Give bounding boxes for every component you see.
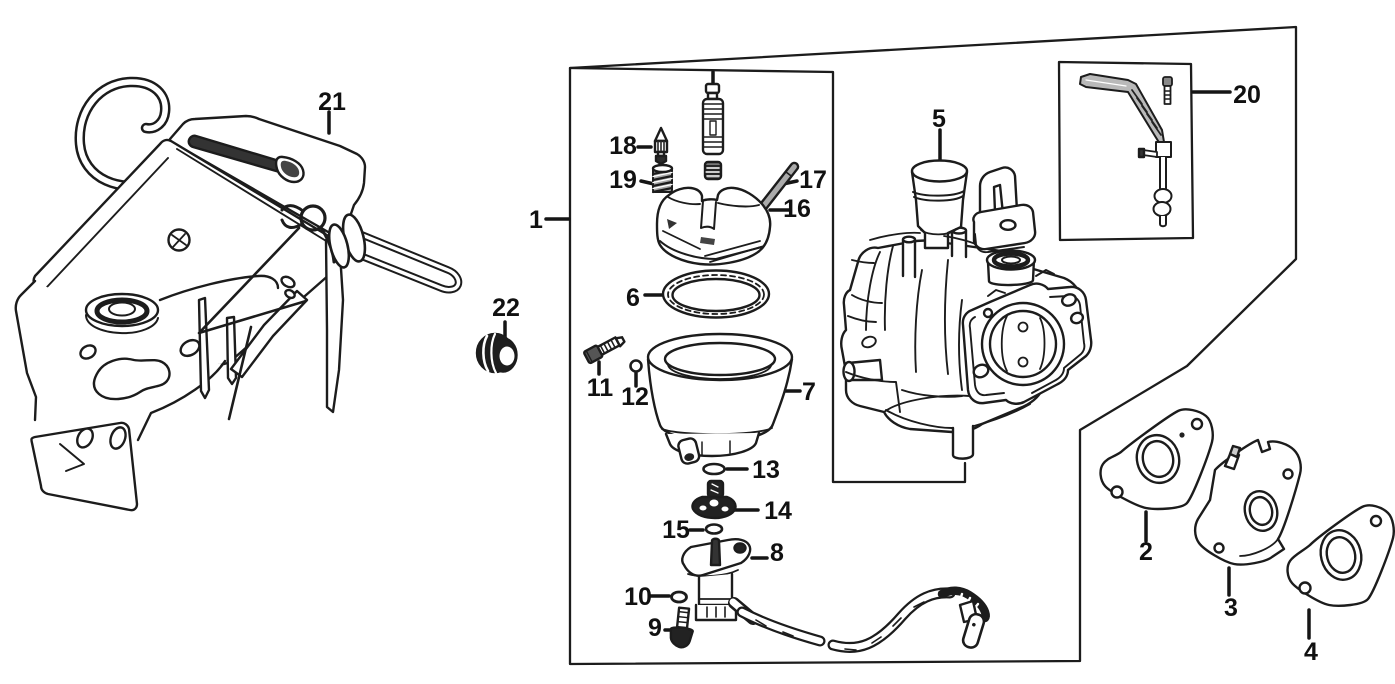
svg-text:16: 16: [783, 195, 811, 223]
svg-text:10: 10: [624, 583, 652, 611]
svg-text:22: 22: [492, 294, 520, 322]
svg-text:20: 20: [1233, 81, 1261, 109]
svg-text:4: 4: [1304, 638, 1318, 666]
svg-text:18: 18: [609, 132, 637, 160]
svg-text:15: 15: [662, 516, 690, 544]
svg-text:7: 7: [802, 378, 816, 406]
svg-text:6: 6: [626, 284, 640, 312]
svg-text:14: 14: [764, 497, 792, 525]
svg-text:5: 5: [932, 105, 946, 133]
svg-text:13: 13: [752, 456, 780, 484]
svg-text:2: 2: [1139, 538, 1153, 566]
svg-text:11: 11: [587, 374, 614, 402]
svg-text:19: 19: [609, 166, 637, 194]
svg-text:1: 1: [529, 206, 543, 234]
svg-text:9: 9: [648, 614, 662, 642]
svg-text:8: 8: [770, 539, 784, 567]
svg-text:12: 12: [621, 383, 649, 411]
svg-text:17: 17: [799, 166, 827, 194]
svg-text:3: 3: [1224, 594, 1238, 622]
svg-text:21: 21: [318, 88, 346, 116]
